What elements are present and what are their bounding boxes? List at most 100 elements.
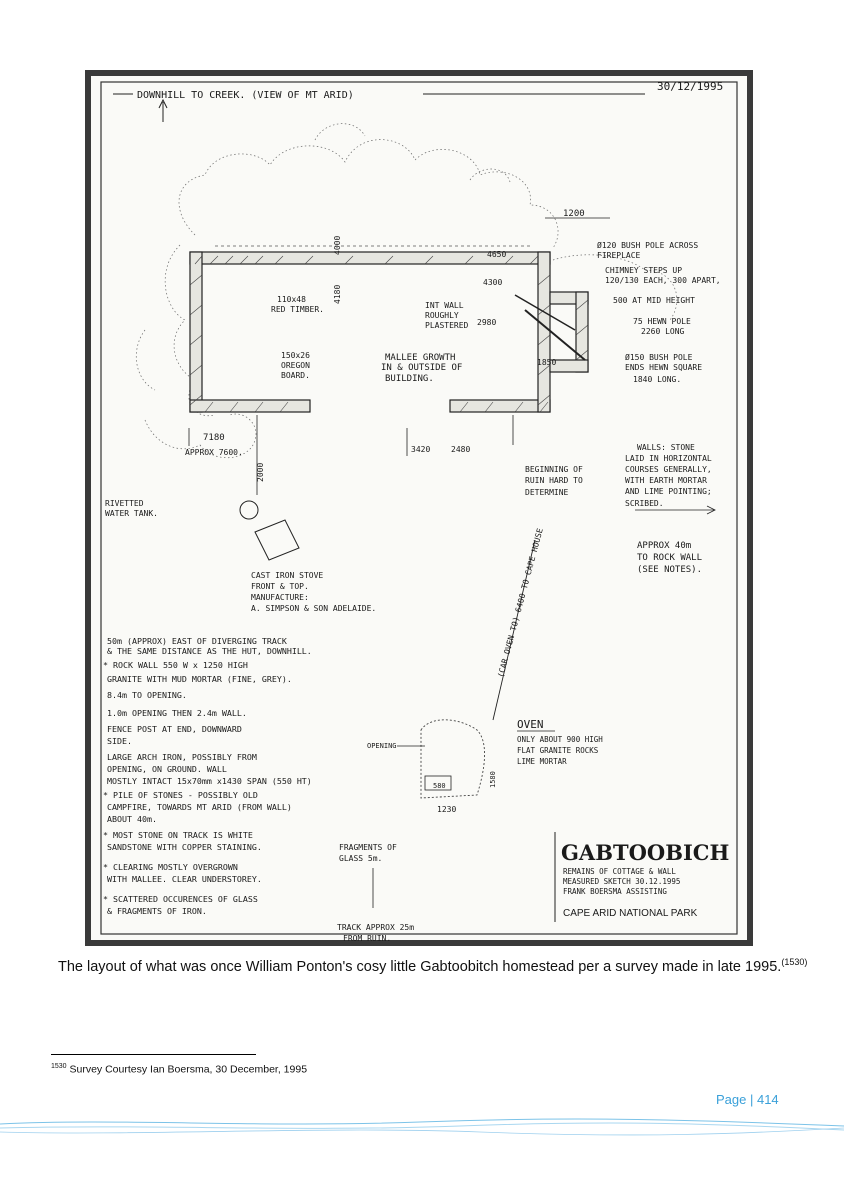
svg-text:FIREPLACE: FIREPLACE <box>597 251 641 260</box>
sketch-date: 30/12/1995 <box>657 80 723 93</box>
svg-text:GRANITE WITH MUD MORTAR (FINE,: GRANITE WITH MUD MORTAR (FINE, GREY). <box>107 674 292 684</box>
svg-text:OPENING, ON GROUND. WALL: OPENING, ON GROUND. WALL <box>107 764 227 774</box>
footer-wave-1 <box>0 1118 844 1127</box>
walls-note: WALLS: STONE LAID IN HORIZONTAL COURSES … <box>625 443 712 508</box>
oven-note: ONLY ABOUT 900 HIGH FLAT GRANITE ROCKS L… <box>517 735 603 766</box>
svg-text:FLAT GRANITE ROCKS: FLAT GRANITE ROCKS <box>517 746 599 755</box>
sketch-park-name: CAPE ARID NATIONAL PARK <box>563 908 698 919</box>
oven-outline <box>420 719 486 799</box>
footer-wave-decoration <box>0 1118 844 1136</box>
rock-wall-arrow-head <box>706 505 716 515</box>
page-number: Page | 414 <box>716 1092 779 1107</box>
svg-text:ONLY ABOUT 900 HIGH: ONLY ABOUT 900 HIGH <box>517 735 603 744</box>
svg-text:LIME MORTAR: LIME MORTAR <box>517 757 567 766</box>
svg-text:INT WALL: INT WALL <box>425 301 464 310</box>
svg-text:SIDE.: SIDE. <box>107 736 132 746</box>
dim-2000: 2000 <box>256 463 265 482</box>
svg-text:PLASTERED: PLASTERED <box>425 321 469 330</box>
svg-text:1.0m OPENING THEN 2.4m WALL.: 1.0m OPENING THEN 2.4m WALL. <box>107 708 247 718</box>
svg-text:SANDSTONE WITH COPPER STAINING: SANDSTONE WITH COPPER STAINING. <box>107 842 262 852</box>
vegetation-stipple <box>136 123 678 459</box>
svg-text:* MOST STONE ON TRACK IS WHITE: * MOST STONE ON TRACK IS WHITE <box>103 830 253 840</box>
svg-text:* SCATTERED OCCURENCES OF GLAS: * SCATTERED OCCURENCES OF GLASS <box>103 894 258 904</box>
plaster-note: INT WALL ROUGHLY PLASTERED <box>425 301 469 330</box>
svg-text:BOARD.: BOARD. <box>281 371 310 380</box>
oven-title: OVEN <box>517 718 544 731</box>
footnote-text: Survey Courtesy Ian Boersma, 30 December… <box>66 1063 308 1076</box>
footnote: 1530 Survey Courtesy Ian Boersma, 30 Dec… <box>51 1063 307 1076</box>
svg-text:150x26: 150x26 <box>281 351 310 360</box>
svg-text:Ø150 BUSH POLE: Ø150 BUSH POLE <box>625 352 693 362</box>
mallee-note: MALLEE GROWTH IN & OUTSIDE OF BUILDING. <box>381 353 462 384</box>
svg-text:RUIN HARD TO: RUIN HARD TO <box>525 476 583 485</box>
svg-text:AND LIME POINTING;: AND LIME POINTING; <box>625 487 712 496</box>
svg-text:CAST IRON STOVE: CAST IRON STOVE <box>251 571 323 580</box>
svg-text:CAMPFIRE, TOWARDS MT ARID (FRO: CAMPFIRE, TOWARDS MT ARID (FROM WALL) <box>107 802 292 812</box>
svg-text:FRONT & TOP.: FRONT & TOP. <box>251 582 309 591</box>
dim-1850: 1850 <box>537 358 556 367</box>
dim-4300: 4300 <box>483 278 502 287</box>
svg-text:RIVETTED: RIVETTED <box>105 499 144 508</box>
dim-1230: 1230 <box>437 805 456 814</box>
hewn-pole-line <box>514 294 576 331</box>
rock-wall-note: APPROX 40m TO ROCK WALL (SEE NOTES). <box>637 541 702 575</box>
approx-7600: APPROX 7600. <box>185 448 243 457</box>
footnote-separator <box>51 1054 256 1055</box>
wall-hatching <box>189 255 589 413</box>
footnote-number: 1530 <box>51 1063 67 1070</box>
sketch-subtitle-1: REMAINS OF COTTAGE & WALL <box>563 867 676 876</box>
svg-text:8.4m TO OPENING.: 8.4m TO OPENING. <box>107 690 187 700</box>
opening-label: OPENING <box>367 742 397 750</box>
svg-text:LAID IN HORIZONTAL: LAID IN HORIZONTAL <box>625 454 712 463</box>
svg-text:MALLEE GROWTH: MALLEE GROWTH <box>385 353 455 363</box>
sketch-subtitle-2: MEASURED SKETCH 30.12.1995 <box>563 877 680 886</box>
footer-wave-2 <box>0 1122 844 1131</box>
svg-text:MANUFACTURE:: MANUFACTURE: <box>251 593 309 602</box>
chimney-note: CHIMNEY STEPS UP 120/130 EACH, 300 APART… <box>605 266 721 305</box>
svg-text:CHIMNEY STEPS UP: CHIMNEY STEPS UP <box>605 266 682 275</box>
hewn-pole-note: 75 HEWN POLE 2260 LONG <box>633 317 691 336</box>
svg-text:& THE SAME DISTANCE AS THE HUT: & THE SAME DISTANCE AS THE HUT, DOWNHILL… <box>107 646 312 656</box>
svg-text:WITH MALLEE. CLEAR UNDERSTOREY: WITH MALLEE. CLEAR UNDERSTOREY. <box>107 874 262 884</box>
caption-footnote-ref[interactable]: (1530) <box>781 957 808 967</box>
svg-text:APPROX 40m: APPROX 40m <box>637 541 691 551</box>
dim-1580: 1580 <box>489 771 497 788</box>
dim-2480: 2480 <box>451 445 470 454</box>
svg-text:Ø120 BUSH POLE ACROSS: Ø120 BUSH POLE ACROSS <box>597 240 698 250</box>
survey-sketch-figure: DOWNHILL TO CREEK. (VIEW OF MT ARID) 30/… <box>85 70 753 946</box>
svg-text:TRACK APPROX 25m: TRACK APPROX 25m <box>337 923 414 932</box>
notes-list: 50m (APPROX) EAST OF DIVERGING TRACK & T… <box>103 636 312 916</box>
dim-4180: 4180 <box>333 285 342 304</box>
caption-text: The layout of what was once William Pont… <box>58 958 782 975</box>
svg-text:WITH EARTH MORTAR: WITH EARTH MORTAR <box>625 476 707 485</box>
svg-text:110x48: 110x48 <box>277 295 306 304</box>
sketch-subtitle-3: FRANK BOERSMA ASSISTING <box>563 887 667 896</box>
svg-text:FROM RUIN.: FROM RUIN. <box>343 934 391 943</box>
survey-sketch-svg: DOWNHILL TO CREEK. (VIEW OF MT ARID) 30/… <box>85 70 753 946</box>
svg-text:(SEE NOTES).: (SEE NOTES). <box>637 565 702 575</box>
dim-4000: 4000 <box>333 236 342 255</box>
sketch-frame <box>100 81 738 935</box>
dim-2980: 2980 <box>477 318 496 327</box>
svg-text:* ROCK WALL 550 W x 1250 HIGH: * ROCK WALL 550 W x 1250 HIGH <box>103 660 248 670</box>
dim-7180: 7180 <box>203 433 225 443</box>
svg-text:FRAGMENTS OF: FRAGMENTS OF <box>339 843 397 852</box>
svg-text:GLASS 5m.: GLASS 5m. <box>339 854 382 863</box>
svg-text:DETERMINE: DETERMINE <box>525 488 569 497</box>
figure-caption: The layout of what was once William Pont… <box>58 957 818 975</box>
tank-note: RIVETTED WATER TANK. <box>105 499 158 518</box>
svg-text:MOSTLY INTACT 15x70mm x1430 SP: MOSTLY INTACT 15x70mm x1430 SPAN (550 HT… <box>107 776 312 786</box>
svg-text:WALLS: STONE: WALLS: STONE <box>637 443 695 452</box>
svg-text:FENCE POST AT END, DOWNWARD: FENCE POST AT END, DOWNWARD <box>107 724 242 734</box>
sketch-title: GABTOOBICH <box>561 840 729 865</box>
dim-4650: 4650 <box>487 250 506 259</box>
north-arrow-head <box>158 98 168 109</box>
svg-text:BUILDING.: BUILDING. <box>385 374 434 384</box>
svg-text:BEGINNING OF: BEGINNING OF <box>525 465 583 474</box>
timber-note: 110x48 RED TIMBER. <box>271 295 324 314</box>
bush-pole-line <box>524 309 586 361</box>
svg-text:OREGON: OREGON <box>281 361 310 370</box>
svg-text:* CLEARING MOSTLY OVERGROWN: * CLEARING MOSTLY OVERGROWN <box>103 862 238 872</box>
stove-symbol <box>254 519 300 561</box>
